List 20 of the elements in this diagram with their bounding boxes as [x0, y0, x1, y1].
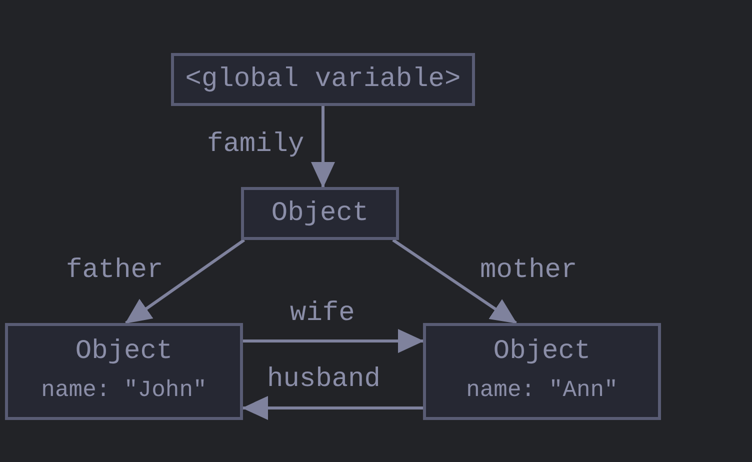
box-title: <global variable> — [185, 64, 461, 96]
object-box — [423, 323, 661, 420]
box-title: Object — [75, 336, 173, 368]
box-title: Object — [271, 198, 369, 230]
variable-box — [171, 53, 475, 106]
arrow — [242, 396, 423, 420]
edge-label: wife — [290, 301, 355, 328]
edge-label: family — [207, 132, 304, 159]
arrow — [392, 238, 517, 324]
property-text: name: "Ann" — [466, 376, 618, 404]
arrow — [125, 238, 246, 324]
edge-label: mother — [480, 258, 578, 285]
property-text: name: "John" — [41, 376, 207, 404]
object-box — [241, 187, 399, 240]
edge-label: husband — [267, 367, 380, 394]
object-box — [5, 323, 243, 420]
edge-label: father — [66, 258, 164, 285]
arrow — [311, 106, 335, 188]
arrow — [243, 329, 424, 354]
box-title: Object — [493, 336, 591, 368]
